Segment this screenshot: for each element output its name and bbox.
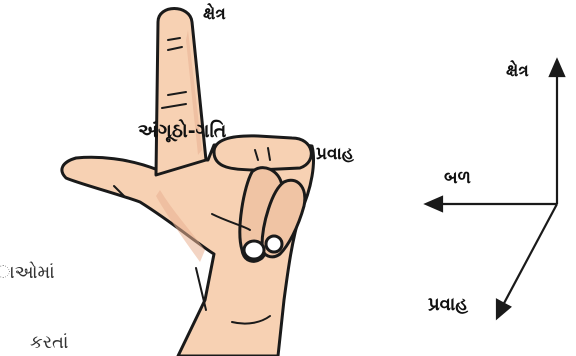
current-axis	[502, 204, 557, 307]
current-arrowhead	[497, 300, 510, 318]
hand-label-current: પ્રવાહ	[316, 146, 354, 163]
axis-label-field: ક્ષેત્ર	[506, 63, 529, 80]
hand-label-thumb-motion: અંગૂઠો-ગતિ	[138, 122, 226, 141]
force-arrowhead	[426, 197, 442, 211]
hand-label-field: ક્ષેત્ર	[203, 6, 226, 23]
cropped-text-line: કરતાં	[30, 334, 68, 352]
axis-label-force: બળ	[444, 170, 471, 187]
cropped-text-line: ાઓમાં	[0, 264, 55, 282]
axis-label-current: પ્રવાહ	[428, 296, 468, 314]
field-arrowhead	[550, 60, 564, 76]
